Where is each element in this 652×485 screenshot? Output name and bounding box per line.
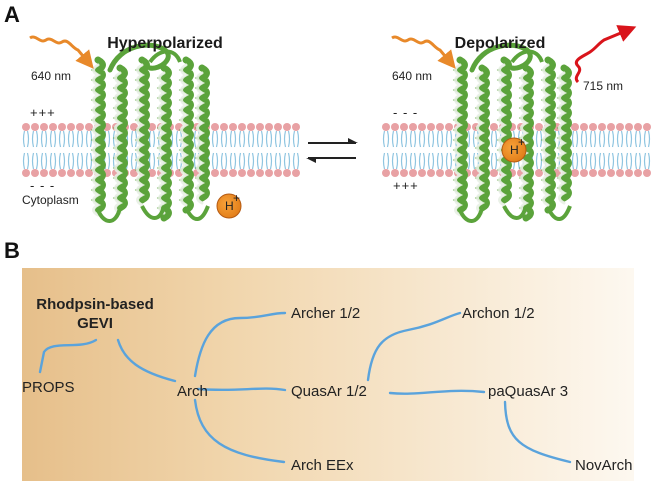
light-in-right-label: 640 nm	[392, 69, 432, 83]
lineage-edges	[38, 311, 572, 464]
svg-text:+: +	[518, 135, 525, 149]
protein-right	[452, 42, 572, 223]
charge-bottom-right: +++	[393, 178, 419, 193]
node-quasar: QuasAr 1/2	[291, 383, 367, 400]
proton-left: H +	[216, 191, 242, 219]
charge-top-left: +++	[30, 105, 56, 120]
edge-gevi-arch	[116, 338, 177, 383]
panel-b-letter: B	[4, 238, 20, 263]
node-arch: Arch	[177, 383, 208, 400]
edge-gevi-props	[38, 338, 98, 374]
edge-arch-eex	[193, 398, 286, 464]
node-archer: Archer 1/2	[291, 305, 360, 322]
root-label-line2: GEVI	[77, 315, 113, 332]
light-in-right-arrow	[391, 35, 456, 69]
edge-arch-quasar	[196, 387, 287, 392]
edge-paquasar-novarch	[503, 400, 572, 464]
node-props: PROPS	[22, 379, 75, 396]
svg-text:+: +	[233, 191, 240, 205]
edge-arch-archer	[193, 311, 287, 378]
cytoplasm-label: Cytoplasm	[22, 193, 79, 207]
node-novarch: NovArch	[575, 457, 633, 474]
svg-text:H: H	[510, 143, 519, 157]
light-in-left-label: 640 nm	[31, 69, 71, 83]
charge-top-right: - - -	[393, 105, 418, 120]
node-paquasar: paQuasAr 3	[488, 383, 568, 400]
light-out-right-label: 715 nm	[583, 79, 623, 93]
lineage-background	[22, 268, 634, 481]
edge-quasar-paquasar	[388, 389, 486, 395]
equilibrium-arrows	[306, 138, 358, 163]
svg-text:H: H	[225, 199, 234, 213]
protein-left	[90, 42, 210, 223]
panel-a-letter: A	[4, 2, 20, 27]
edge-quasar-archon	[366, 311, 462, 382]
root-label-line1: Rhodpsin-based	[36, 296, 154, 313]
node-arch-eex: Arch EEx	[291, 457, 354, 474]
light-out-right-arrow	[574, 25, 637, 84]
charge-bottom-left: - - -	[30, 178, 55, 193]
title-depolarized: Depolarized	[455, 35, 546, 52]
light-in-left-arrow	[29, 35, 94, 69]
title-hyperpolarized: Hyperpolarized	[107, 35, 223, 52]
proton-right: H +	[501, 135, 527, 163]
node-archon: Archon 1/2	[462, 305, 535, 322]
